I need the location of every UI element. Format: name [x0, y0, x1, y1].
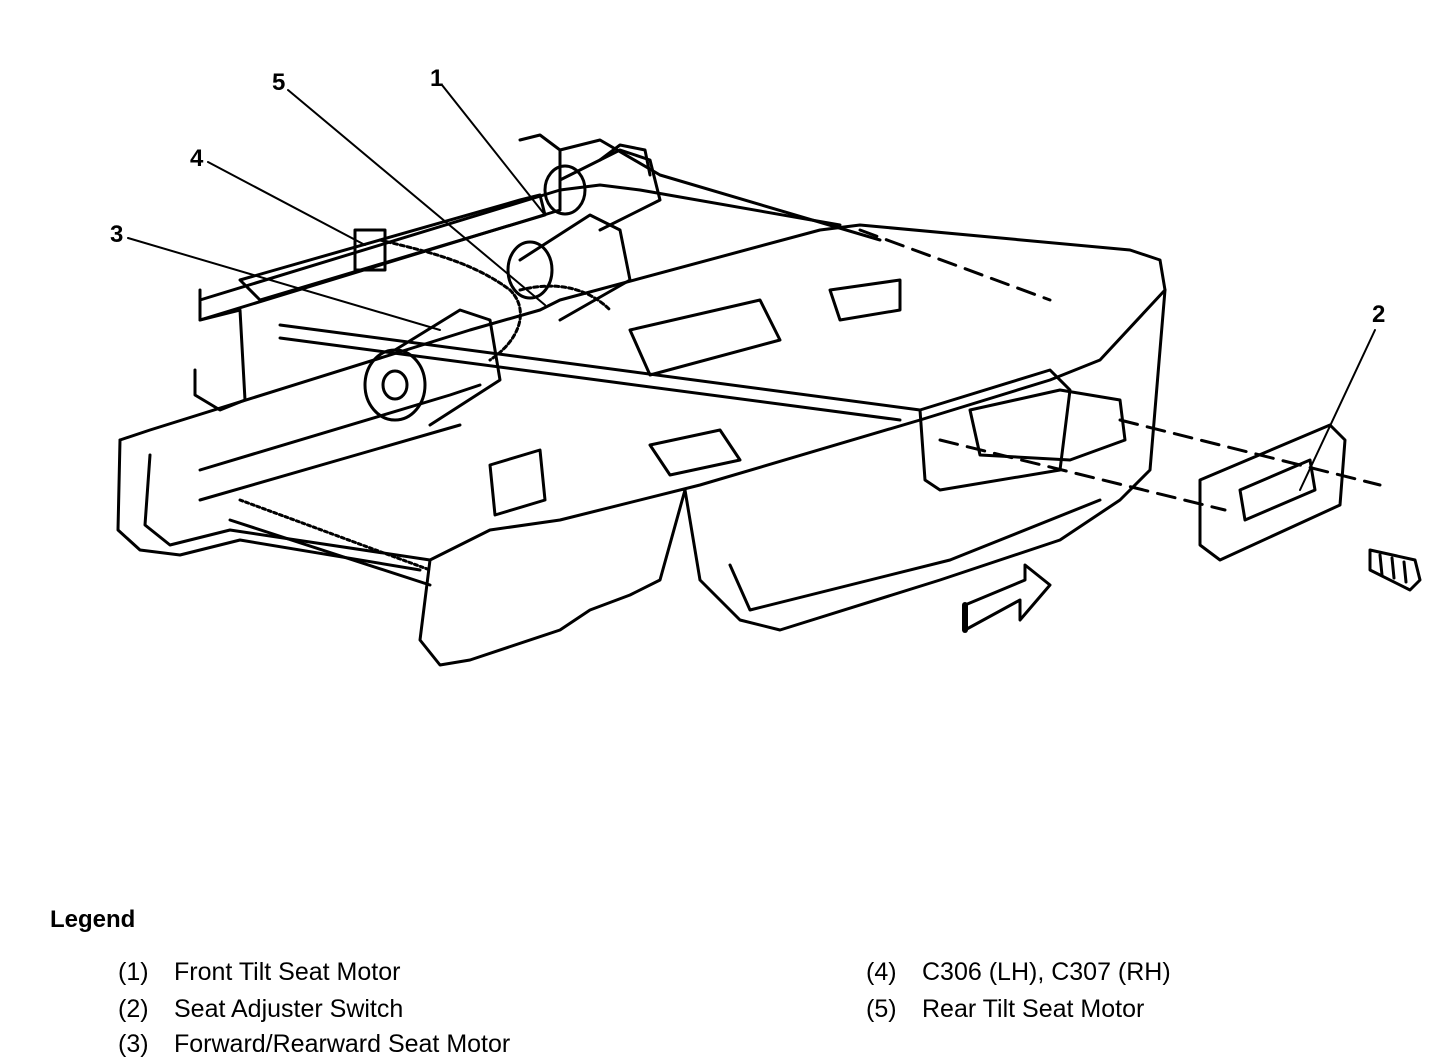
legend-item-label: Rear Tilt Seat Motor — [922, 995, 1145, 1023]
front-tilt-motor-end — [543, 164, 587, 216]
fwd-rear-motor-body — [393, 308, 502, 427]
leader-line-5 — [287, 89, 546, 306]
left-bracket-plate — [238, 193, 547, 302]
rear-tilt-motor-end — [506, 240, 554, 300]
toothed-track — [238, 498, 432, 572]
center-slide-block — [488, 448, 547, 517]
callout-4: 4 — [190, 145, 204, 172]
left-frame-inner — [143, 453, 432, 562]
left-frame-rail — [116, 438, 422, 572]
left-rail-top — [198, 383, 482, 472]
seat-adjuster-switch — [1238, 458, 1317, 522]
right-frame-rail — [683, 288, 1167, 632]
forward-direction-arrow — [963, 563, 1052, 632]
track-rail-lower — [228, 518, 432, 587]
leader-line-2 — [1299, 329, 1376, 491]
leader-line-1 — [441, 84, 546, 216]
leader-line-4 — [207, 161, 366, 246]
wiring-harness — [378, 238, 522, 362]
callout-3: 3 — [110, 221, 123, 248]
left-rail-mid — [198, 423, 462, 502]
legend-item-num: (5) — [866, 995, 897, 1023]
center-rail-block — [628, 298, 782, 377]
legend-item-num: (4) — [866, 958, 897, 986]
left-bracket — [193, 288, 247, 412]
side-panel-frame — [918, 368, 1072, 492]
wiring-harness-2 — [518, 284, 612, 312]
legend-title: Legend — [50, 906, 136, 933]
assembly-line-2 — [1118, 418, 1382, 487]
legend-item-num: (3) — [118, 1030, 149, 1058]
fwd-rear-motor-end — [363, 348, 427, 422]
diagram-drawing: 5 1 4 3 2 — [110, 65, 1422, 667]
legend-item-3: (3) Forward/Rearward Seat Motor — [118, 1030, 510, 1059]
screw-thread — [1378, 553, 1408, 584]
leader-line-3 — [127, 237, 441, 331]
front-tilt-bracket — [598, 143, 652, 177]
rear-tilt-motor-body — [518, 213, 632, 322]
torsion-bar — [278, 323, 922, 412]
connector-c306 — [353, 228, 387, 272]
seat-pan-top — [558, 138, 882, 242]
seat-adjuster-diagram: 5 1 4 3 2 — [110, 65, 1422, 667]
callout-5: 5 — [272, 69, 285, 96]
legend-item-num: (1) — [118, 958, 149, 986]
legend-item-label: Seat Adjuster Switch — [174, 995, 404, 1023]
assembly-line-3 — [858, 228, 1052, 302]
fwd-rear-motor-hub — [381, 369, 409, 401]
legend-item-label: Forward/Rearward Seat Motor — [174, 1030, 511, 1058]
front-block — [828, 278, 902, 322]
legend-item-4: (4) C306 (LH), C307 (RH) — [866, 958, 1171, 987]
legend-item-5: (5) Rear Tilt Seat Motor — [866, 995, 1144, 1024]
seat-adjuster-switch-bezel — [1198, 423, 1347, 562]
legend-item-1: (1) Front Tilt Seat Motor — [118, 958, 400, 987]
callout-1: 1 — [430, 65, 443, 92]
legend-item-label: Front Tilt Seat Motor — [174, 958, 401, 986]
legend-item-2: (2) Seat Adjuster Switch — [118, 995, 403, 1024]
callout-2: 2 — [1372, 301, 1385, 328]
right-frame-inner — [728, 498, 1102, 612]
mounting-screw — [1368, 548, 1422, 592]
legend-item-num: (2) — [118, 995, 149, 1023]
switch-connector-body — [968, 388, 1127, 462]
assembly-line-1 — [938, 438, 1227, 512]
legend-item-label: C306 (LH), C307 (RH) — [922, 958, 1171, 986]
front-slide-block — [648, 428, 742, 477]
rear-cross-rail — [198, 183, 842, 302]
